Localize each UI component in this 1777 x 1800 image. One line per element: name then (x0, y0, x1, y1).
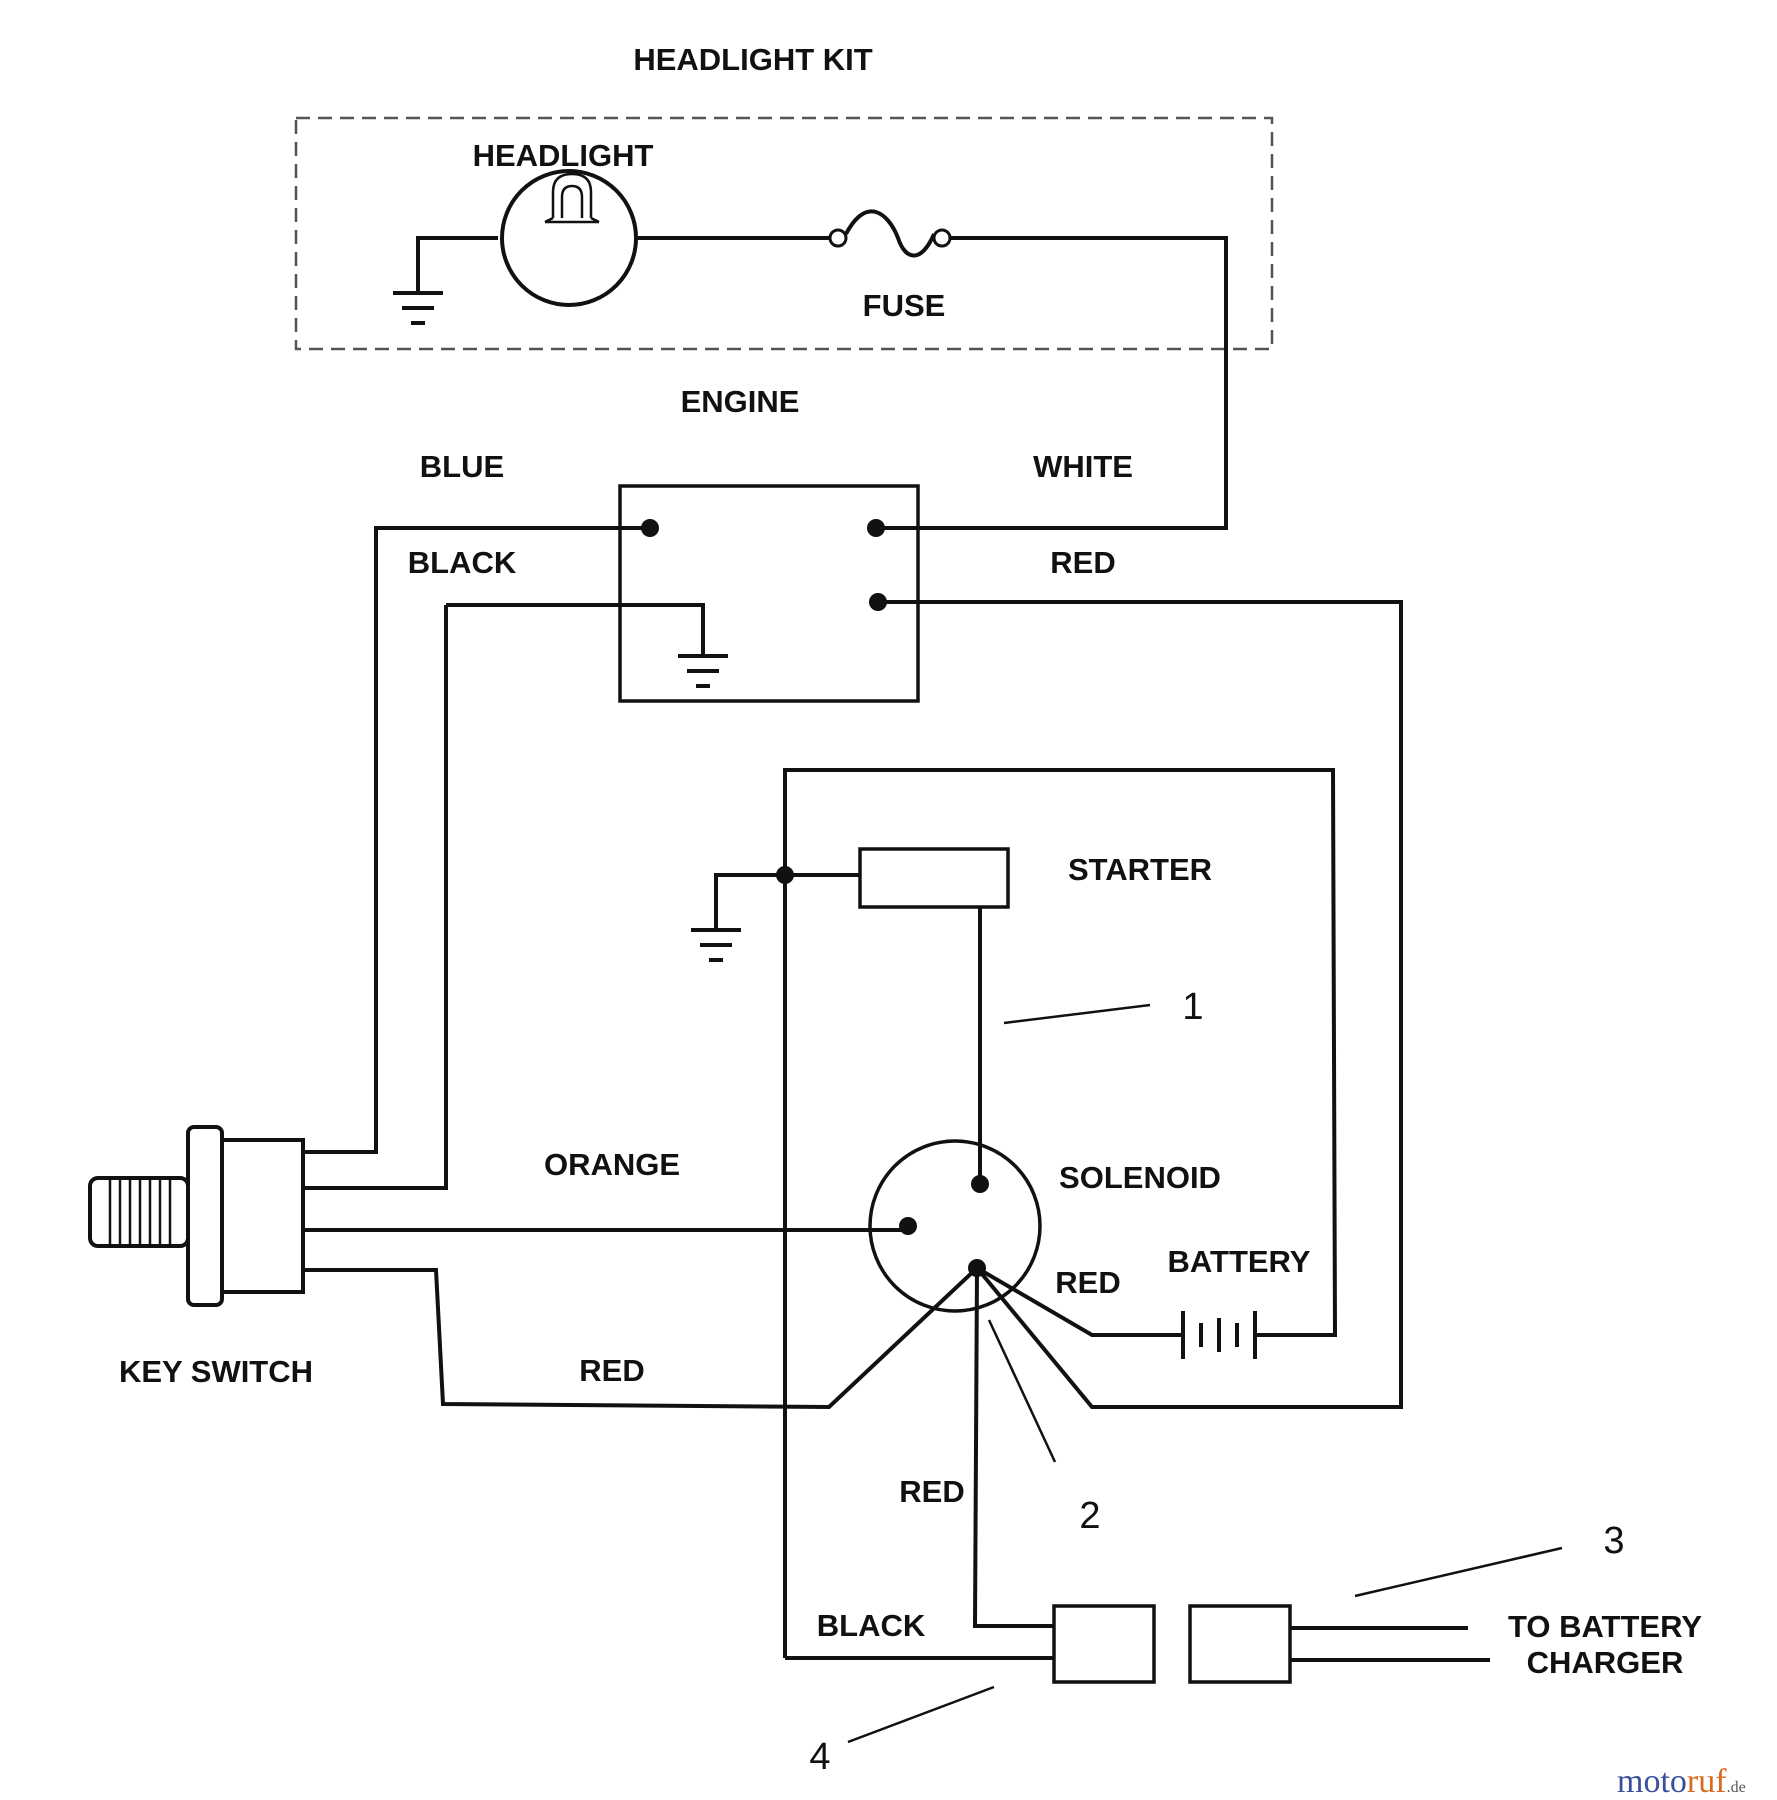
headlight-label: HEADLIGHT (473, 138, 654, 173)
callout-2: 2 (1079, 1495, 1100, 1537)
battery-negative-loop (783, 768, 1338, 1658)
white-wire (876, 236, 1228, 530)
engine-terminal-white (867, 519, 885, 537)
wire-label-red-battery: RED (1055, 1265, 1120, 1300)
headlight-kit-boundary (294, 116, 1274, 351)
starter-motor (858, 847, 1010, 909)
solenoid-terminal-orange (899, 1217, 917, 1235)
solenoid-terminal-starter (971, 1175, 989, 1193)
key-switch-label: KEY SWITCH (119, 1354, 313, 1389)
fuse-icon (776, 209, 1003, 258)
solenoid-body (868, 1139, 1042, 1313)
key-switch-icon (88, 1125, 305, 1307)
headlight-kit-title: HEADLIGHT KIT (633, 42, 872, 77)
blue-wire (303, 526, 650, 1154)
fuse-label: FUSE (863, 288, 946, 323)
wire-label-red-engine: RED (1050, 545, 1115, 580)
starter-ground-icon (691, 873, 860, 962)
red-wire-charger (972, 1267, 1054, 1628)
charger-label-line2: CHARGER (1527, 1645, 1684, 1680)
callout-3: 3 (1603, 1520, 1624, 1562)
charger-connector-harness (1052, 1604, 1156, 1684)
wire-label-black-charger: BLACK (817, 1608, 926, 1643)
battery-label: BATTERY (1168, 1244, 1311, 1279)
wire-label-white: WHITE (1033, 449, 1133, 484)
headlight-lamp-icon (500, 169, 638, 307)
engine-block (618, 484, 920, 703)
red-wire-engine (878, 600, 1403, 1409)
charger-connector-external (1188, 1604, 1292, 1684)
callout-4: 4 (809, 1736, 830, 1778)
red-wire-battery (975, 1266, 1183, 1337)
watermark-logo: motoruf.de (1617, 1763, 1746, 1800)
battery-icon (1181, 1311, 1257, 1359)
wire-label-black-engine: BLACK (408, 545, 517, 580)
wire-label-red-charger: RED (899, 1474, 964, 1509)
headlight-ground-icon (393, 236, 498, 325)
wire-label-red-key: RED (579, 1353, 644, 1388)
black-wire-engine (303, 605, 448, 1190)
svg-text:motoruf.de: motoruf.de (1617, 1763, 1746, 1800)
solenoid-label: SOLENOID (1059, 1160, 1221, 1195)
charger-label-line1: TO BATTERY (1508, 1609, 1702, 1644)
callout-1: 1 (1182, 986, 1203, 1028)
wire-label-orange: ORANGE (544, 1147, 680, 1182)
engine-label: ENGINE (681, 384, 800, 419)
red-wire-key (303, 1266, 979, 1410)
starter-label: STARTER (1068, 852, 1212, 887)
wire-label-blue: BLUE (420, 449, 504, 484)
engine-ground-icon (446, 603, 728, 688)
